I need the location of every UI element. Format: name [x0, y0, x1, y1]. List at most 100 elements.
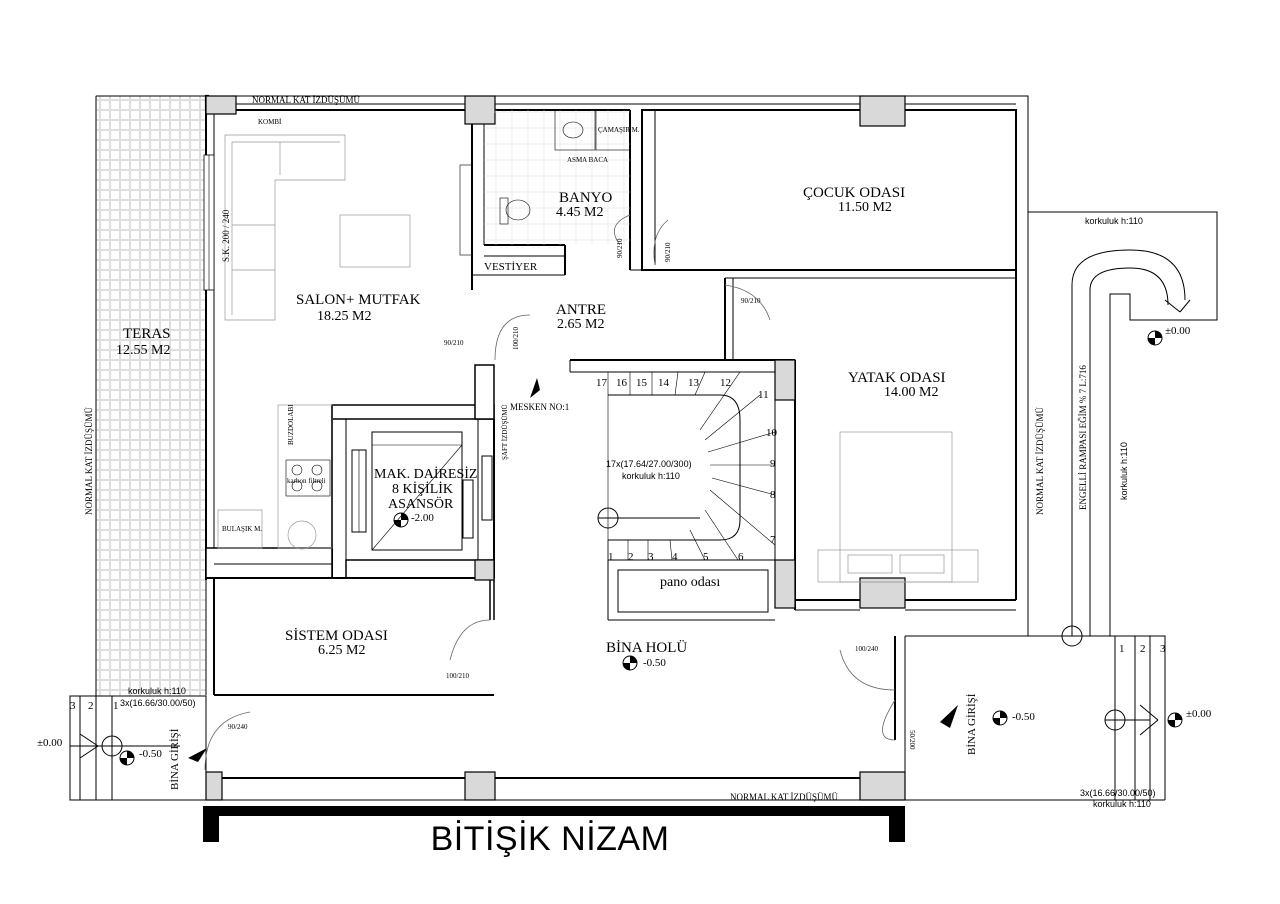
bina-holu-name: BİNA HOLÜ [606, 639, 687, 656]
sistem-name: SİSTEM ODASI [285, 628, 388, 644]
stair-step-number: 15 [636, 377, 648, 389]
stair-step-number: 14 [658, 377, 670, 389]
ramp-step-number: 1 [1119, 643, 1125, 655]
asansor-line1: MAK. DAİRESİZ [374, 466, 477, 482]
stair-step-number: 3 [648, 551, 654, 563]
ramp [905, 211, 1218, 801]
cocuk-area: 11.50 M2 [838, 200, 892, 215]
kitchen-counter [217, 404, 333, 550]
ramp-step-number: 2 [88, 700, 94, 712]
ramp-step-number: 1 [113, 700, 119, 712]
entry-arrow-right-icon [940, 705, 958, 728]
karbon-label: karbon filtreli [287, 477, 326, 485]
stair-step-number: 10 [766, 427, 778, 439]
mesken-arrow-icon [530, 378, 540, 398]
normal-kat-top: NORMAL KAT İZDÜŞÜMÜ [252, 95, 361, 105]
level-markers [119, 330, 1183, 766]
stair-step-number: 7 [770, 534, 776, 546]
bina-holu-level: -0.50 [643, 657, 666, 669]
stair-step-number: 6 [738, 551, 744, 563]
korkuluk-right-top: korkuluk h:110 [1085, 216, 1143, 226]
mesken-label: MESKEN NO:1 [510, 402, 569, 412]
engelli-label: ENGELLİ RAMPASI EĞİM % 7 L:716 [1078, 365, 1088, 510]
normal-kat-right: NORMAL KAT İZDÜŞÜMÜ [1035, 406, 1045, 515]
banyo-name: BANYO [559, 190, 613, 206]
level-left-entry: -0.50 [139, 748, 162, 760]
door-label-2: 100/210 [512, 327, 520, 350]
korkuluk-vertical: korkuluk h:110 [1119, 442, 1129, 500]
kombi-label: KOMBİ [258, 118, 282, 126]
stair-step-number: 17 [596, 377, 608, 389]
left-entry-steps [69, 695, 207, 801]
bathroom-fixtures [459, 109, 631, 256]
korkuluk-left: korkuluk h:110 [128, 686, 186, 696]
columns [205, 95, 906, 801]
salon-name: SALON+ MUTFAK [296, 292, 421, 308]
ramp-right-spec: 3x(16.66/30.00/50) [1080, 788, 1156, 798]
antre-area: 2.65 M2 [557, 317, 604, 332]
bulasik-label: BULAŞIK M. [222, 525, 262, 533]
terrace-area [95, 95, 207, 697]
door-label-5: 90/210 [741, 297, 761, 305]
stair-spec: 17x(17.64/27.00/300) [606, 459, 692, 469]
ramp-right-step-numbers: 1 2 3 [1119, 643, 1166, 655]
camasir-label: ÇAMAŞIR M. [598, 126, 640, 134]
level-right-entry: -0.50 [1012, 711, 1035, 723]
door-label-9: 50/200 [908, 730, 916, 750]
banyo-area: 4.45 M2 [556, 205, 603, 220]
stair-step-number: 1 [608, 551, 614, 563]
bina-girisi-right: BİNA GİRİŞİ [966, 693, 978, 755]
asma-baca-label: ASMA BACA [567, 156, 608, 164]
normal-kat-left: NORMAL KAT İZDÜŞÜMÜ [84, 406, 94, 515]
stair-step-number: 12 [720, 377, 731, 389]
door-label-8: 100/240 [855, 645, 878, 653]
pano-name: pano odası [660, 575, 720, 590]
bed [817, 431, 979, 583]
entry-arrow-left-icon [188, 748, 207, 762]
stair-step-number: 4 [672, 551, 678, 563]
stair-step-number: 5 [703, 551, 709, 563]
stair-step-number: 11 [758, 389, 769, 401]
ramp-step-number: 3 [1160, 643, 1166, 655]
teras-name: TERAS [123, 326, 171, 342]
yatak-area: 14.00 M2 [884, 385, 938, 400]
door-label-7: 90/240 [228, 723, 248, 731]
elevator-shaft [351, 431, 493, 551]
vestiyer-name: VESTİYER [484, 261, 538, 273]
stair-step-number: 2 [628, 551, 634, 563]
door-swings [204, 214, 896, 771]
asansor-level: -2.00 [411, 512, 434, 524]
level-right-ramp-top: ±0.00 [1165, 325, 1191, 337]
door-label-6: 100/210 [446, 672, 469, 680]
stair-step-number: 16 [616, 377, 628, 389]
bina-girisi-left: BİNA GİRİŞİ [169, 728, 181, 790]
sk-label: S.K. 200 / 240 [221, 209, 231, 262]
stair-step-number: 9 [770, 458, 776, 470]
coffee-table [339, 214, 411, 268]
salon-area: 18.25 M2 [317, 309, 371, 324]
level-left-outside: ±0.00 [37, 737, 63, 749]
sofa [224, 134, 346, 321]
footer-title: BİTİŞİK NİZAM [430, 820, 670, 858]
saft-label: ŞAFT İZDÜŞÜMÜ [501, 404, 509, 460]
stair [597, 371, 776, 561]
stair-korkuluk: korkuluk h:110 [622, 471, 680, 481]
stair-step-number: 8 [770, 489, 776, 501]
level-right-ramp-bottom: ±0.00 [1186, 708, 1212, 720]
stair-step-number: 13 [688, 377, 700, 389]
adjacent-building-bar [203, 806, 905, 816]
asansor-line2: 8 KİŞİLİK [392, 481, 453, 497]
ramp-step-number: 3 [70, 700, 76, 712]
normal-kat-bottom: NORMAL KAT İZDÜŞÜMÜ [730, 792, 839, 802]
ramp-step-number: 2 [1140, 643, 1146, 655]
door-label-4: 90/210 [664, 242, 672, 262]
teras-area: 12.55 M2 [116, 343, 170, 358]
asansor-line3: ASANSÖR [388, 495, 454, 512]
korkuluk-right-bottom: korkuluk h:110 [1093, 799, 1151, 809]
buzdolabi-label: BUZDOLABI [287, 404, 295, 445]
antre-name: ANTRE [556, 302, 606, 318]
sistem-area: 6.25 M2 [318, 643, 365, 658]
door-label-1: 90/210 [444, 339, 464, 347]
